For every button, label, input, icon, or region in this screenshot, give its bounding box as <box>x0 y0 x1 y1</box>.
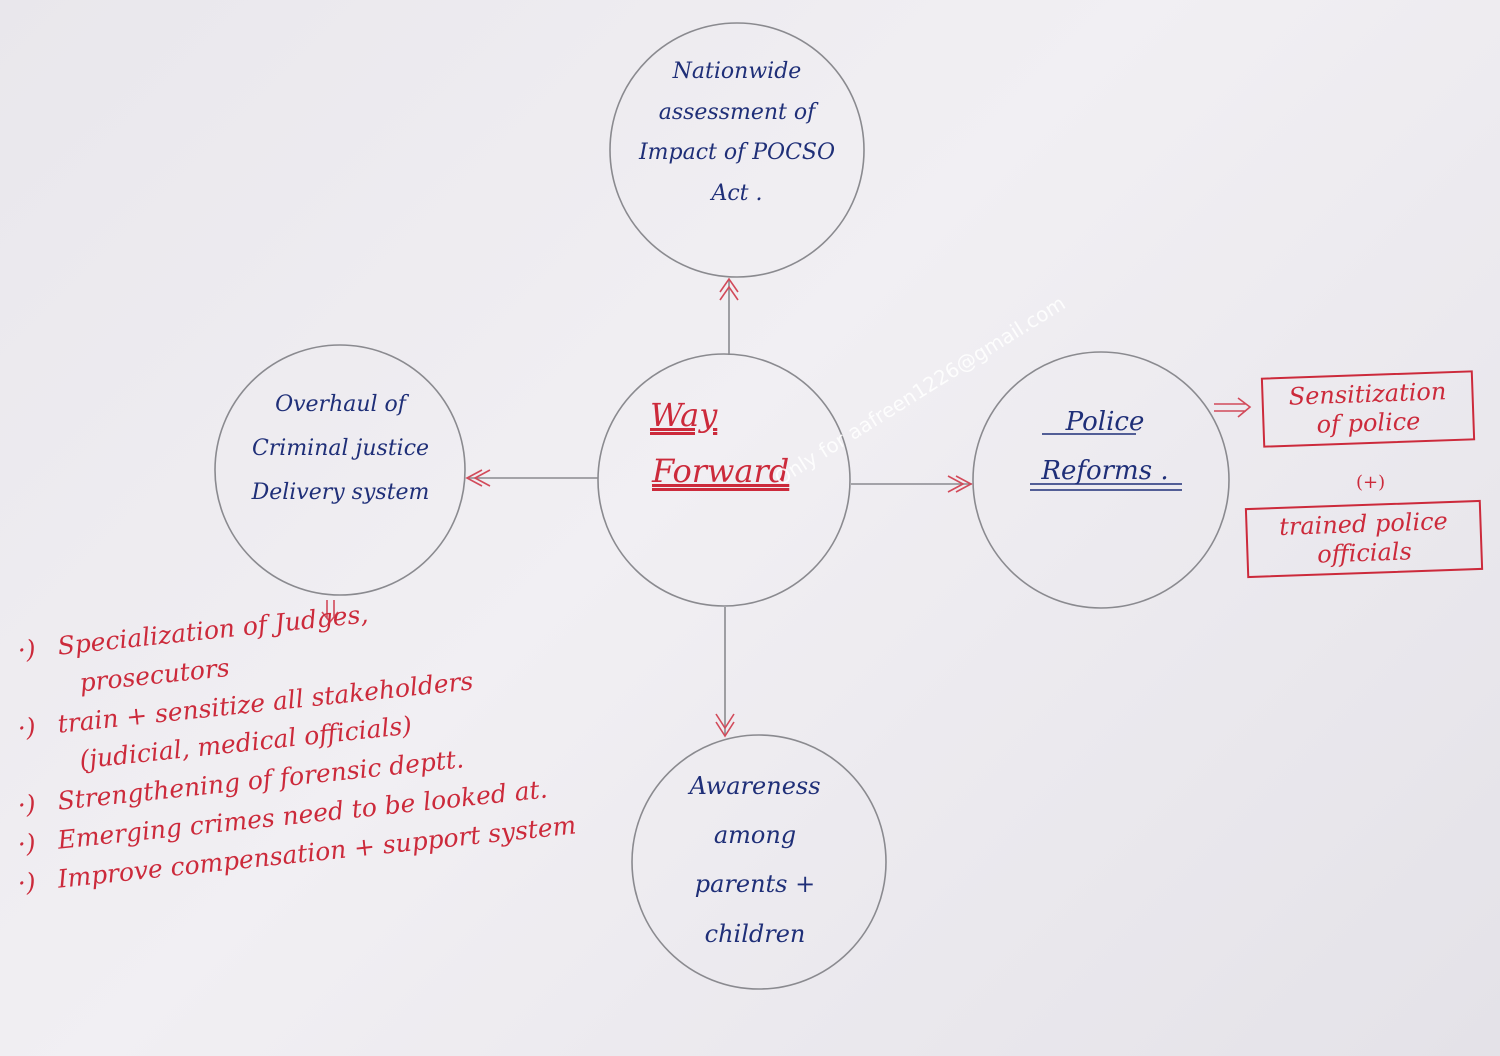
node-left-line: Overhaul of <box>275 392 406 417</box>
node-left-label: Overhaul of Criminal justice Delivery sy… <box>218 383 463 515</box>
node-circle-center <box>597 353 851 607</box>
node-circle-left <box>214 344 466 596</box>
node-left-line: Criminal justice <box>251 436 430 461</box>
arrowhead-left <box>465 469 491 487</box>
node-top-line: assessment of <box>658 99 816 125</box>
node-top-line: Act . <box>711 181 763 207</box>
arrowhead-bottom <box>715 713 735 738</box>
justice-points-list: Specialization of Judges, prosecutors tr… <box>18 599 579 903</box>
node-left-line: Delivery system <box>251 480 430 505</box>
node-circle-right <box>972 351 1230 609</box>
implies-arrow-right <box>1214 397 1252 418</box>
node-top-line: Impact of POCSO <box>638 140 836 166</box>
box-sensitization: Sensitization of police <box>1260 370 1476 448</box>
node-top-label: Nationwide assessment of Impact of POCSO… <box>617 52 857 215</box>
node-right-label: Police Reforms . <box>1020 398 1190 497</box>
box-trained-police: trained police officials <box>1244 499 1484 578</box>
node-right-line: Reforms . <box>1041 456 1169 487</box>
node-bottom-line: parents + <box>694 870 816 899</box>
arrowhead-right <box>947 475 973 493</box>
node-bottom-line: children <box>704 919 806 948</box>
node-circle-bottom <box>631 734 887 990</box>
plus-sign: (+) <box>1356 472 1386 493</box>
node-circle-top <box>609 22 865 278</box>
center-title-line2: Forward <box>652 452 790 490</box>
node-bottom-line: among <box>713 821 797 850</box>
node-bottom-line: Awareness <box>689 772 821 800</box>
center-title-line1: Way <box>650 396 718 434</box>
node-bottom-label: Awareness among parents + children <box>645 762 865 959</box>
node-top-line: Nationwide <box>672 59 802 84</box>
arrowhead-top <box>719 277 739 301</box>
node-right-line: Police <box>1065 407 1145 437</box>
